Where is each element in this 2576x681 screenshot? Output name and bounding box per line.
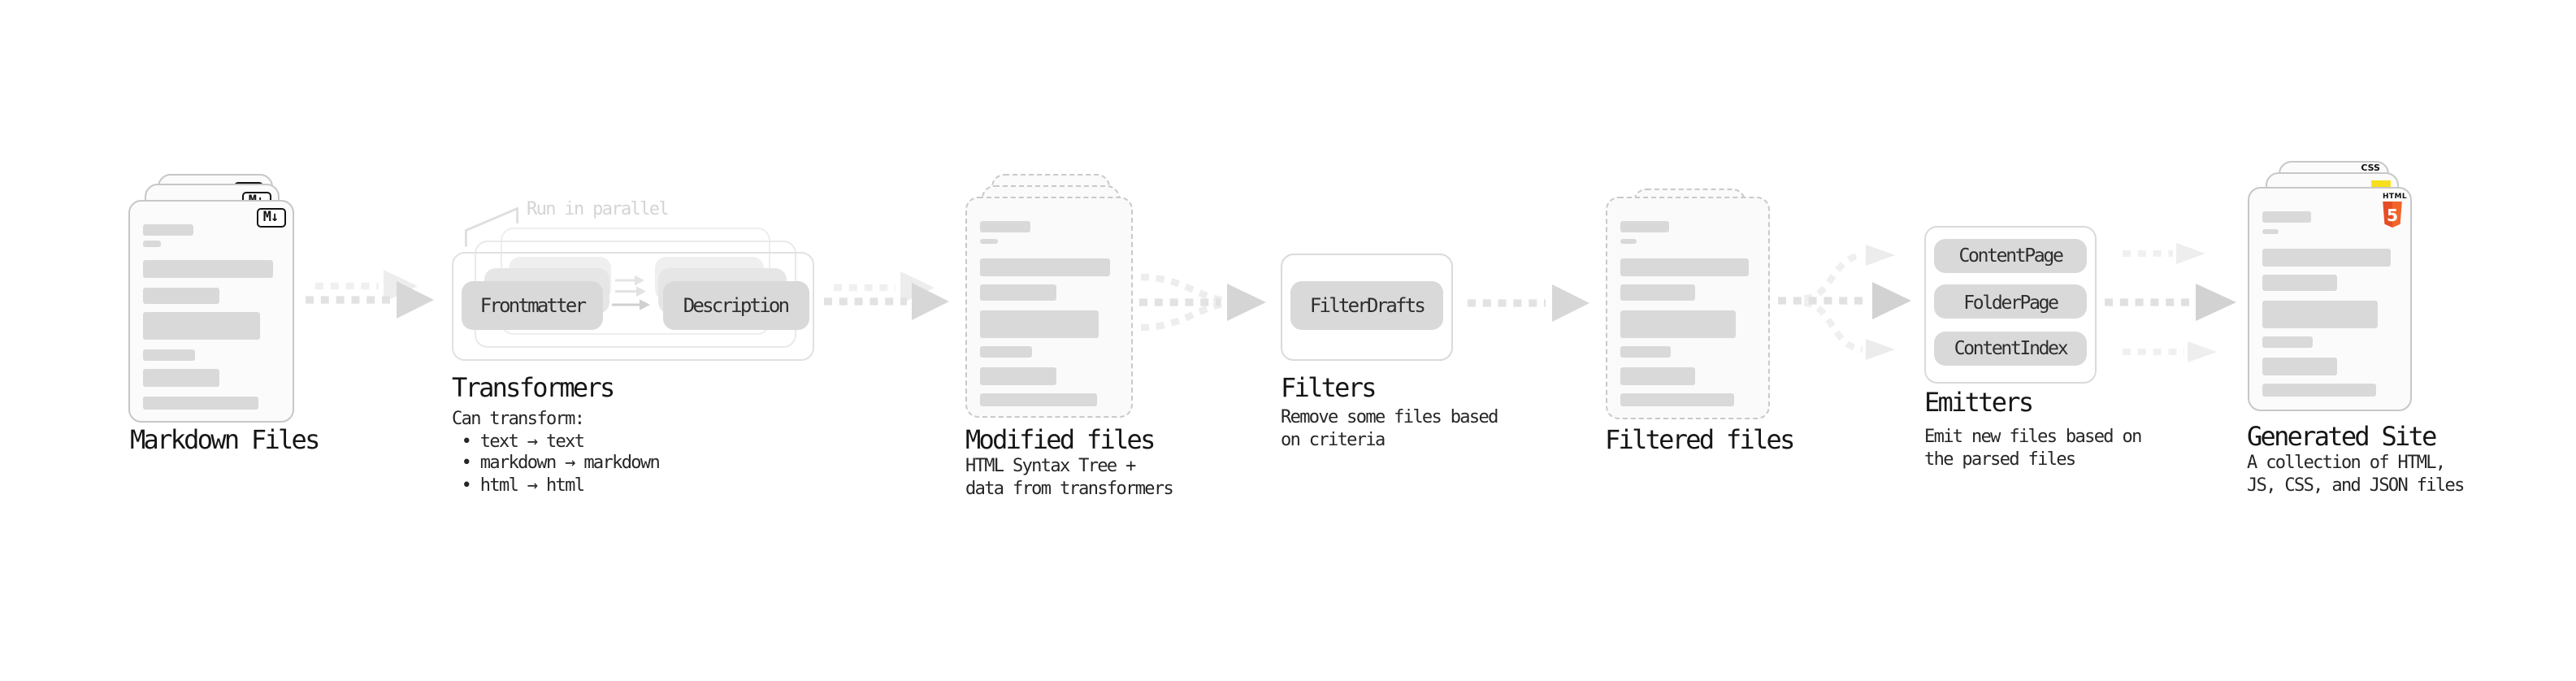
arrow-markdown-to-transformers (306, 270, 434, 319)
emitters-description: Emit new files based on the parsed files (1924, 426, 2142, 469)
html5-shield: 5 (2383, 202, 2402, 228)
generated-site-label: Generated Site (2247, 421, 2437, 452)
arrow-filtered-to-emitters (1778, 245, 1911, 360)
markdown-icon: M↓ (256, 207, 285, 227)
transformers-description: Can transform: • text → text • markdown … (452, 408, 661, 495)
description-pill: Description (662, 280, 809, 329)
generated-site-description: A collection of HTML, JS, CSS, and JSON … (2247, 452, 2465, 495)
arrow-filters-to-filtered (1468, 284, 1589, 322)
site-file-card-html: HTML 5 (2247, 187, 2412, 410)
file-content-placeholder (1620, 221, 1755, 406)
transformers-label: Transformers (452, 372, 615, 403)
html5-icon: HTML 5 (2383, 193, 2407, 234)
modified-files-label: Modified files (965, 424, 1156, 455)
file-content-placeholder (2262, 211, 2397, 397)
filtered-file-card-front (1605, 197, 1770, 419)
filters-label: Filters (1281, 372, 1377, 403)
markdown-file-card-front: M↓ (128, 199, 294, 422)
filters-description: Remove some files based on criteria (1281, 406, 1498, 449)
contentindex-pill: ContentIndex (1934, 331, 2087, 365)
folderpage-pill: FolderPage (1934, 284, 2087, 319)
emitters-label: Emitters (1924, 387, 2034, 418)
filtered-files-label: Filtered files (1605, 424, 1795, 455)
transformer-box-front (452, 252, 814, 361)
filterdrafts-pill: FilterDrafts (1290, 280, 1443, 329)
contentpage-pill: ContentPage (1934, 238, 2087, 272)
file-content-placeholder (980, 221, 1117, 406)
markdown-files-label: Markdown Files (130, 424, 320, 455)
arrows-emitters-to-site (2105, 243, 2236, 362)
frontmatter-pill: Frontmatter (462, 280, 603, 329)
svg-text:5: 5 (2387, 206, 2398, 225)
arrow-transformers-to-modified (824, 271, 949, 320)
file-content-placeholder (143, 223, 280, 409)
modified-file-card-front (965, 197, 1132, 417)
arrow-modified-to-filters (1139, 273, 1266, 332)
run-in-parallel-annotation: Run in parallel (527, 198, 670, 219)
modified-files-description: HTML Syntax Tree + data from transformer… (965, 455, 1174, 498)
